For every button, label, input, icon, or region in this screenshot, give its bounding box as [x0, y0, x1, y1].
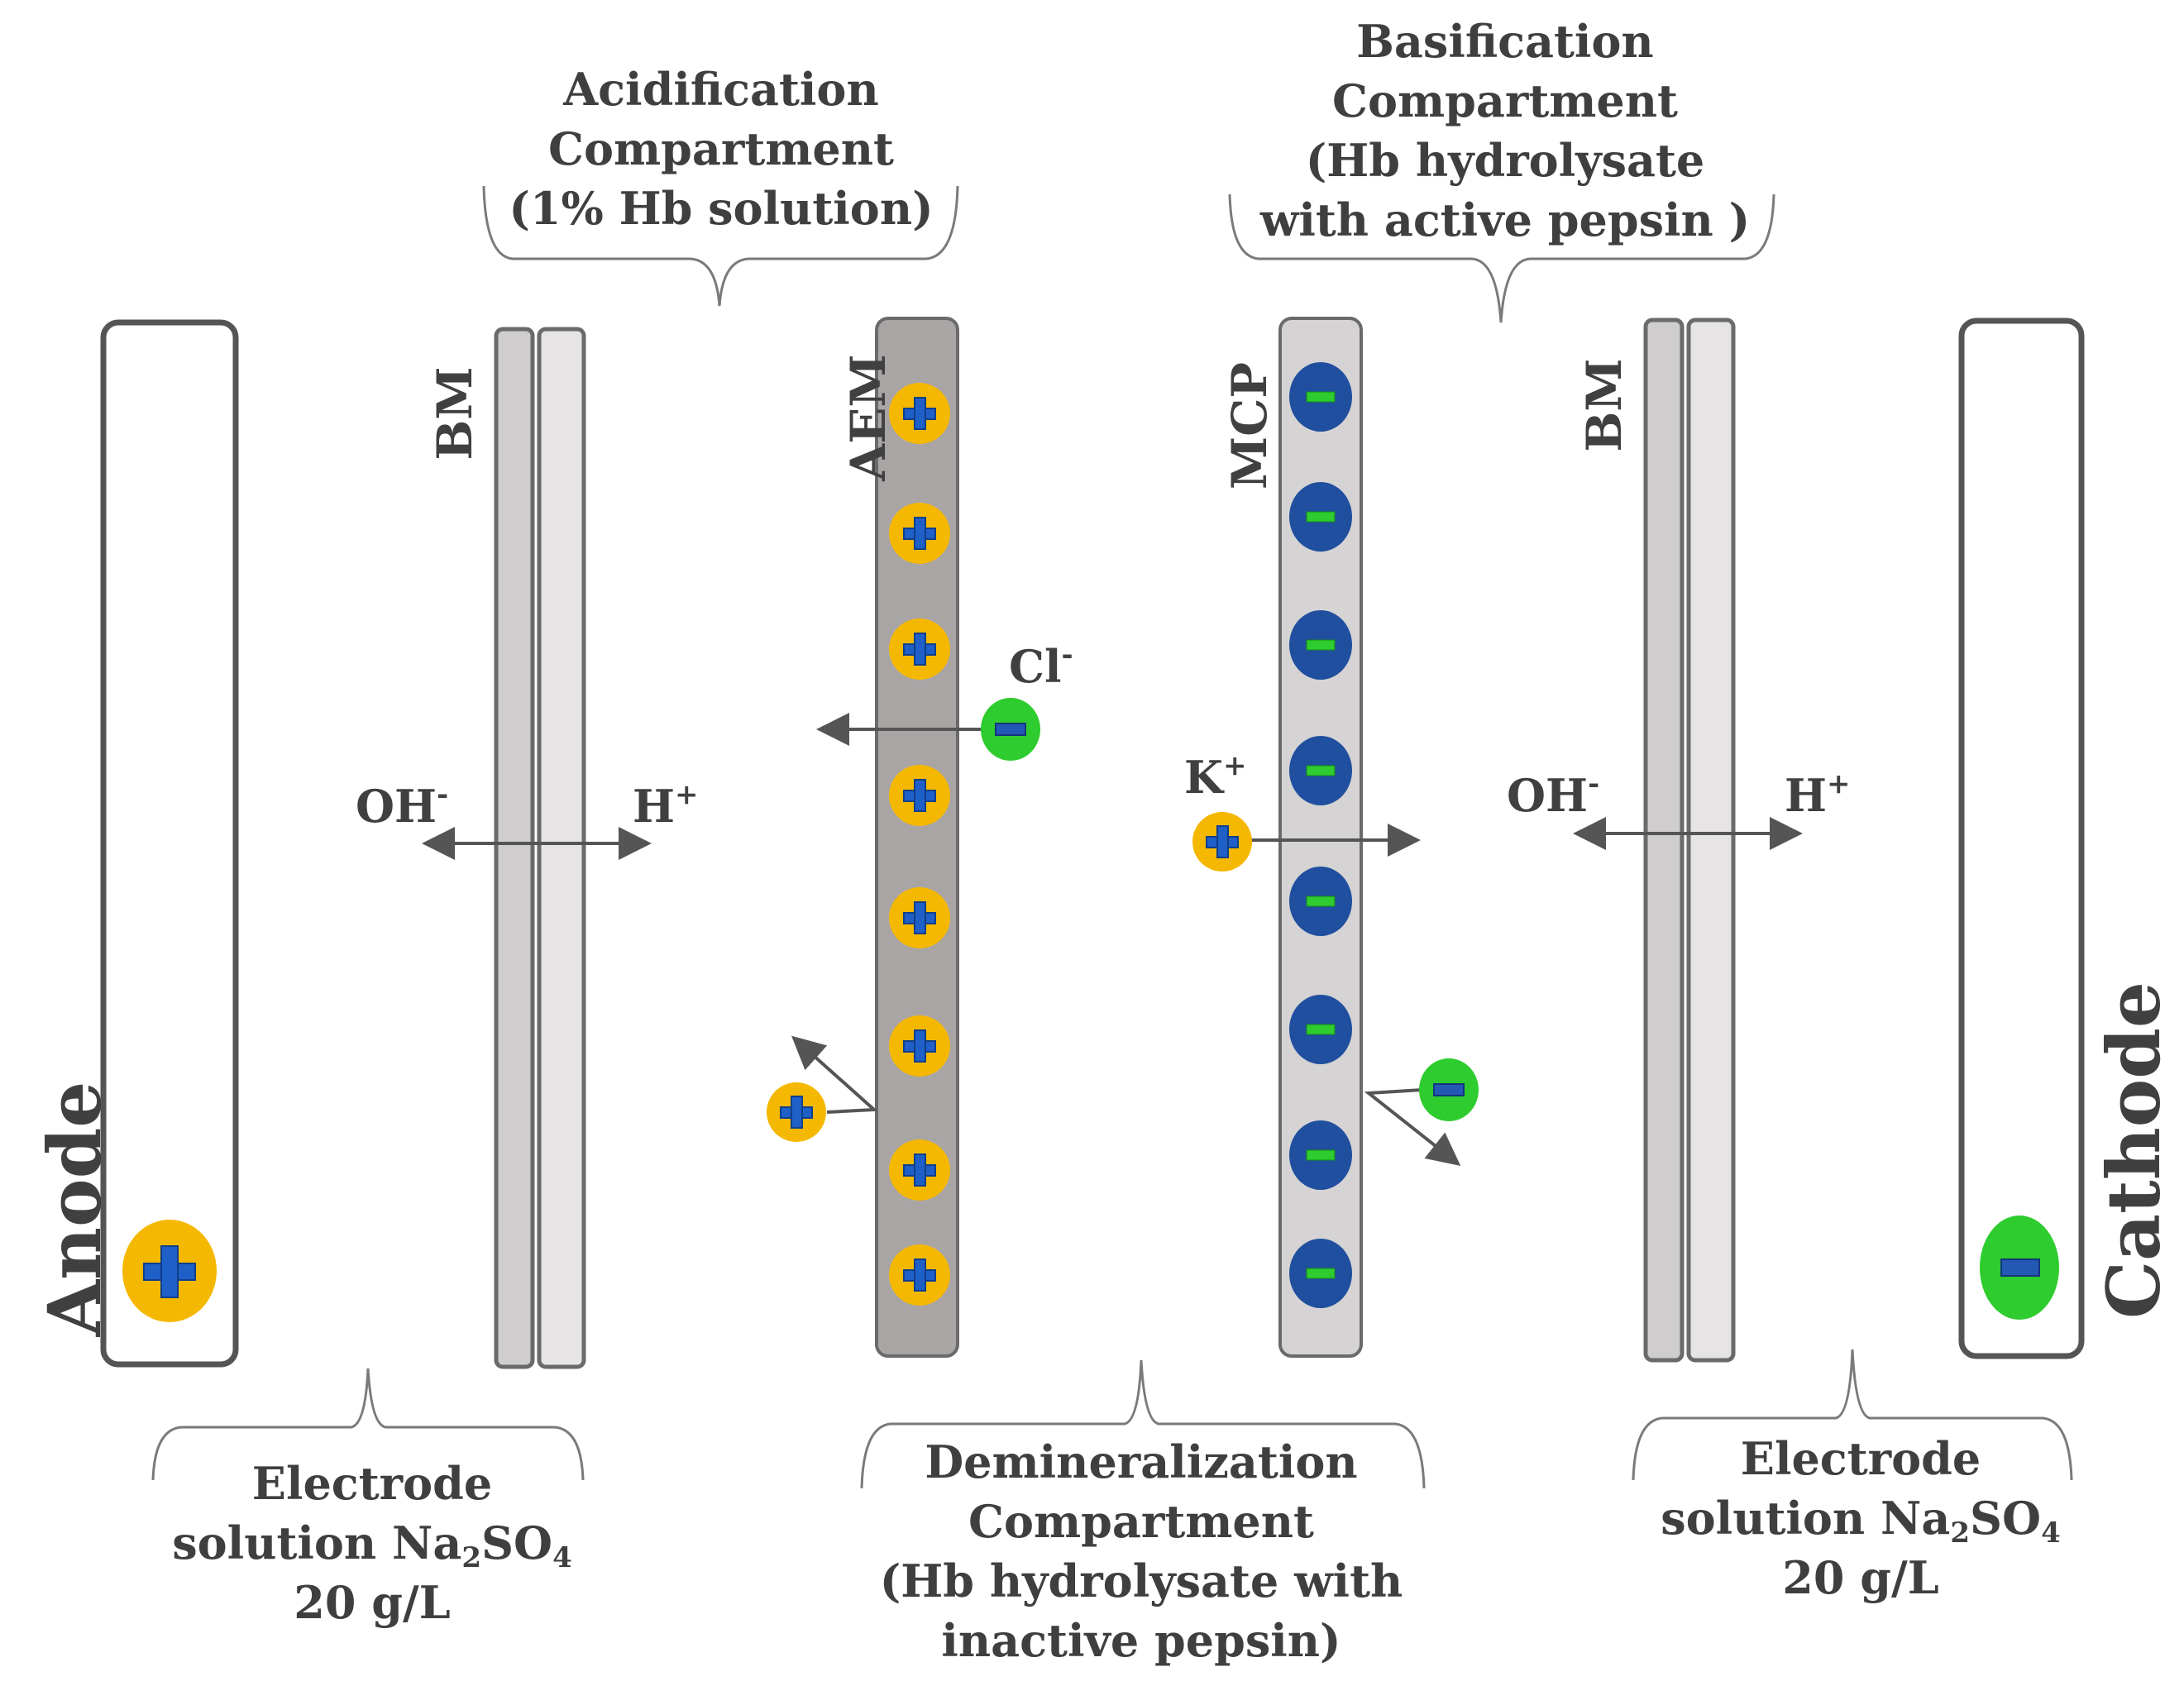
- anode-positive-charge: [122, 1220, 217, 1322]
- electrode-right-line-2: solution Na2SO4: [1613, 1488, 2109, 1548]
- electrode-right-sub-2: 4: [2041, 1516, 2061, 1550]
- oh-right-label: OH-: [1507, 769, 1599, 822]
- mcp-negative-charge: [1289, 362, 1352, 432]
- bm-left-layer-1: [494, 327, 535, 1369]
- aem-positive-charge: [889, 503, 950, 564]
- h-right-charge: +: [1827, 767, 1851, 800]
- mcp-membrane: [1278, 317, 1363, 1358]
- basification-line-3: (Hb hydrolysate: [1305, 134, 1705, 187]
- basification-line-4: with active pepsin ): [1259, 193, 1751, 246]
- demineralization-brace: [860, 1359, 1426, 1489]
- mcp-negative-charge: [1289, 610, 1352, 680]
- demineralization-line-3: (Hb hydrolysate with: [879, 1555, 1403, 1607]
- demineralization-line-1: Demineralization: [925, 1435, 1358, 1488]
- h-left-label: H+: [633, 781, 699, 831]
- aem-positive-charge: [889, 1015, 950, 1077]
- cathode-negative-charge: [1980, 1216, 2059, 1320]
- electrode-left-line-1: Electrode: [251, 1457, 493, 1510]
- basification-label: Basification Compartment (Hb hydrolysate…: [1207, 12, 1803, 250]
- rejected-cation: [767, 1082, 826, 1142]
- mcp-rejection-arrow: [1364, 1088, 1461, 1166]
- oh-right-text: OH: [1507, 769, 1589, 822]
- electrode-right-line-3: 20 g/L: [1782, 1551, 1939, 1604]
- aem-membrane: [875, 317, 959, 1358]
- h-left-text: H: [633, 780, 676, 833]
- k-text: K: [1184, 751, 1223, 804]
- h-right-text: H: [1785, 769, 1828, 822]
- anode-electrode: [100, 319, 239, 1368]
- aem-rejection-arrow: [791, 1035, 878, 1114]
- anode-label: Anode: [31, 1081, 117, 1337]
- demineralization-line-4: inactive pepsin): [941, 1614, 1341, 1667]
- electrode-right-sub-1: 2: [1950, 1516, 1971, 1550]
- mcp-negative-charge: [1289, 867, 1352, 936]
- electrode-left-sub-1: 2: [461, 1541, 482, 1574]
- rejected-anion: [1419, 1058, 1479, 1121]
- acidification-line-3: (1% Hb solution): [509, 182, 934, 235]
- electrode-left-so-text: SO: [481, 1516, 553, 1569]
- electrode-left-sub-2: 4: [552, 1541, 572, 1574]
- k-label: K+: [1184, 752, 1246, 802]
- mcp-fixed-charges: [1289, 362, 1352, 1308]
- bm-left-label: BM: [427, 366, 483, 461]
- demineralization-line-2: Compartment: [968, 1495, 1314, 1548]
- acidification-label: Acidification Compartment (1% Hb solutio…: [473, 60, 969, 238]
- h-right-label: H+: [1785, 769, 1851, 822]
- bm-right-layer-1: [1643, 318, 1685, 1363]
- mcp-negative-charge: [1289, 482, 1352, 552]
- aem-positive-charge: [889, 619, 950, 680]
- mcp-negative-charge: [1289, 1239, 1352, 1308]
- aem-positive-charge: [889, 383, 950, 444]
- basification-line-2: Compartment: [1332, 74, 1678, 127]
- electrode-left-brace: [151, 1368, 585, 1481]
- oh-left-charge: -: [437, 778, 449, 811]
- acidification-line-2: Compartment: [548, 122, 894, 175]
- bm-right-layer-2: [1686, 318, 1736, 1363]
- electrode-left-line-3: 20 g/L: [294, 1576, 451, 1629]
- oh-right-charge: -: [1588, 767, 1600, 800]
- mcp-negative-charge: [1289, 736, 1352, 805]
- electrode-right-brace: [1632, 1349, 2073, 1481]
- demineralization-label: Demineralization Compartment (Hb hydroly…: [843, 1432, 1439, 1670]
- electrode-left-label: Electrode solution Na2SO4 20 g/L: [124, 1454, 620, 1632]
- cathode-electrode: [1958, 318, 2085, 1359]
- h-left-charge: +: [675, 778, 699, 811]
- bm-right-label: BM: [1576, 358, 1632, 452]
- cl-charge: -: [1061, 638, 1073, 671]
- bm-left-layer-2: [537, 327, 586, 1369]
- electrode-left-solution-text: solution Na: [172, 1516, 462, 1569]
- oh-left-text: OH: [356, 780, 437, 833]
- basification-line-1: Basification: [1356, 15, 1654, 68]
- acidification-line-1: Acidification: [563, 63, 879, 116]
- electrode-right-solution-text: solution Na: [1661, 1492, 1951, 1545]
- aem-positive-charge: [889, 765, 950, 826]
- acidification-brace: [482, 185, 959, 307]
- aem-positive-charge: [889, 1244, 950, 1306]
- mcp-label: MCP: [1221, 362, 1278, 490]
- cl-anion: [981, 698, 1040, 761]
- aem-positive-charge: [889, 1139, 950, 1201]
- mcp-negative-charge: [1289, 1120, 1352, 1190]
- cathode-label: Cathode: [2091, 982, 2177, 1319]
- cl-label: Cl-: [1009, 640, 1073, 693]
- electrode-right-so-text: SO: [1970, 1492, 2042, 1545]
- basification-brace: [1228, 193, 1775, 323]
- aem-positive-charge: [889, 887, 950, 948]
- oh-left-label: OH-: [356, 781, 448, 831]
- mcp-negative-charge: [1289, 995, 1352, 1064]
- k-charge: +: [1222, 749, 1247, 782]
- electrode-right-label: Electrode solution Na2SO4 20 g/L: [1613, 1429, 2109, 1607]
- aem-fixed-charges: [889, 383, 950, 1306]
- electrode-left-line-2: solution Na2SO4: [124, 1513, 620, 1573]
- aem-label: AEM: [840, 354, 896, 481]
- electrode-right-line-1: Electrode: [1740, 1432, 1981, 1485]
- cl-text: Cl: [1009, 640, 1062, 693]
- k-cation: [1192, 812, 1252, 872]
